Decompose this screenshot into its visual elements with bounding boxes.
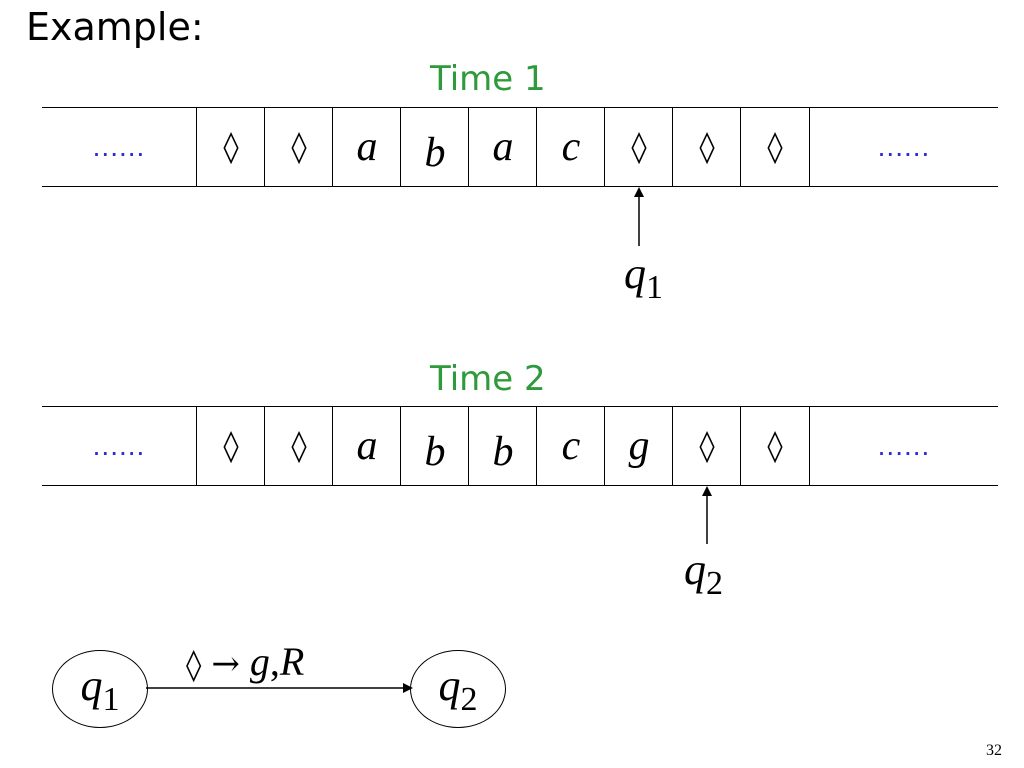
tape-cell: b bbox=[400, 108, 469, 186]
tape-left-ellipsis: ...... bbox=[42, 108, 196, 186]
head-state-label-time-2: q2 bbox=[684, 545, 723, 602]
right-ellipsis: ...... bbox=[877, 430, 931, 461]
cell-symbol: c bbox=[561, 124, 581, 170]
tape-cell: ◊ bbox=[196, 108, 265, 186]
right-ellipsis: ...... bbox=[877, 131, 931, 162]
cell-symbol: ◊ bbox=[223, 428, 239, 464]
tape-cell: b bbox=[400, 407, 469, 485]
cell-symbol: b bbox=[492, 429, 514, 475]
move-direction: R bbox=[279, 639, 305, 684]
slide-title: Example: bbox=[26, 5, 204, 49]
cell-symbol: c bbox=[561, 423, 581, 469]
tape-cell: b bbox=[468, 407, 537, 485]
cell-symbol: b bbox=[424, 130, 446, 176]
tape-cell: ◊ bbox=[672, 108, 741, 186]
tape-right-ellipsis: ...... bbox=[810, 108, 998, 186]
tape-cell: ◊ bbox=[196, 407, 265, 485]
cell-symbol: ◊ bbox=[699, 428, 715, 464]
tape-cell: ◊ bbox=[740, 108, 810, 186]
tape-time-2: ...... ◊ ◊ a b b c g ◊ ◊ ...... bbox=[42, 406, 998, 486]
tape-cell: ◊ bbox=[264, 407, 333, 485]
tape-cell: a bbox=[332, 407, 401, 485]
cell-symbol: ◊ bbox=[291, 428, 307, 464]
tape-cell: ◊ bbox=[740, 407, 810, 485]
state-node-q1: q1 bbox=[52, 650, 148, 728]
cell-symbol: a bbox=[356, 423, 378, 469]
time-2-label: Time 2 bbox=[430, 359, 546, 399]
cell-symbol: ◊ bbox=[223, 129, 239, 165]
state-node-q1-label: q1 bbox=[80, 660, 120, 718]
tape-cell: ◊ bbox=[604, 108, 673, 186]
transition-label: ◊ → g,R bbox=[186, 638, 304, 685]
cell-symbol: g bbox=[628, 423, 650, 469]
cell-symbol: a bbox=[492, 124, 514, 170]
time-1-label: Time 1 bbox=[430, 59, 546, 99]
tape-cell: ◊ bbox=[264, 108, 333, 186]
read-symbol: ◊ bbox=[186, 647, 202, 683]
page-number: 32 bbox=[986, 742, 1002, 759]
left-ellipsis: ...... bbox=[92, 430, 146, 461]
tape-cell: a bbox=[468, 108, 537, 186]
tape-cell: g bbox=[604, 407, 673, 485]
state-node-q2: q2 bbox=[410, 650, 506, 728]
head-state-label-time-1: q1 bbox=[624, 249, 663, 306]
left-ellipsis: ...... bbox=[92, 131, 146, 162]
tape-cell: c bbox=[536, 407, 605, 485]
state-node-q2-label: q2 bbox=[438, 660, 478, 718]
cell-symbol: ◊ bbox=[631, 129, 647, 165]
cell-symbol: ◊ bbox=[699, 129, 715, 165]
tape-cell: a bbox=[332, 108, 401, 186]
cell-symbol: ◊ bbox=[767, 129, 783, 165]
tape-left-ellipsis: ...... bbox=[42, 407, 196, 485]
cell-symbol: ◊ bbox=[291, 129, 307, 165]
cell-symbol: ◊ bbox=[767, 428, 783, 464]
tape-right-ellipsis: ...... bbox=[810, 407, 998, 485]
tape-cell: ◊ bbox=[672, 407, 741, 485]
tape-time-1: ...... ◊ ◊ a b a c ◊ ◊ ◊ ...... bbox=[42, 107, 998, 187]
transition-separator: , bbox=[269, 639, 280, 684]
tape-cell: c bbox=[536, 108, 605, 186]
cell-symbol: b bbox=[424, 429, 446, 475]
transition-arrow-glyph: → bbox=[211, 644, 240, 684]
cell-symbol: a bbox=[356, 124, 378, 170]
write-symbol: g bbox=[249, 639, 270, 684]
